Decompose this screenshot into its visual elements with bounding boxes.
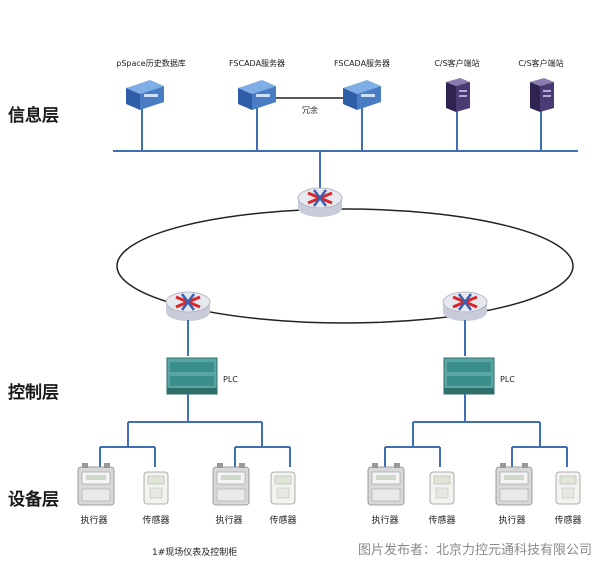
device-label-sensor: 传感器 xyxy=(554,514,581,526)
redundancy-label: 冗余 xyxy=(302,105,318,115)
actuator-icon xyxy=(212,463,250,506)
server-icon xyxy=(343,80,381,110)
watermark: 图片发布者：北京力控元通科技有限公司 xyxy=(357,543,592,558)
device-label-actuator: 执行器 xyxy=(215,514,242,526)
cabinet-caption: 1#现场仪表及控制柜 xyxy=(152,548,238,558)
server-label: C/S客户端站 xyxy=(518,58,563,68)
device-label-actuator: 执行器 xyxy=(371,514,398,526)
device-label-actuator: 执行器 xyxy=(80,514,107,526)
server-label: FSCADA服务器 xyxy=(334,58,390,68)
sensor-icon xyxy=(270,471,296,505)
sensor-icon xyxy=(143,471,169,505)
layer-label-info: 信息层 xyxy=(8,106,59,126)
plc-label: PLC xyxy=(500,375,515,384)
plc-label: PLC xyxy=(223,375,238,384)
actuator-icon xyxy=(77,463,115,506)
device-label-sensor: 传感器 xyxy=(269,514,296,526)
router-icon xyxy=(165,291,211,321)
device-label-actuator: 执行器 xyxy=(498,514,525,526)
server-label: C/S客户端站 xyxy=(434,58,479,68)
layer-label-device: 设备层 xyxy=(8,490,59,510)
workstation-icon xyxy=(446,78,470,112)
device-label-sensor: 传感器 xyxy=(428,514,455,526)
sensor-icon xyxy=(555,471,581,505)
server-icon xyxy=(126,80,164,110)
router-icon xyxy=(297,187,343,217)
server-label: pSpace历史数据库 xyxy=(116,58,185,68)
actuator-icon xyxy=(367,463,405,506)
layer-label-control: 控制层 xyxy=(8,383,59,403)
sensor-icon xyxy=(429,471,455,505)
server-label: FSCADA服务器 xyxy=(229,58,285,68)
router-icon xyxy=(442,291,488,321)
plc-icon xyxy=(166,357,218,395)
plc-icon xyxy=(443,357,495,395)
server-icon xyxy=(238,80,276,110)
workstation-icon xyxy=(530,78,554,112)
actuator-icon xyxy=(495,463,533,506)
device-label-sensor: 传感器 xyxy=(142,514,169,526)
ring-network xyxy=(116,208,574,324)
